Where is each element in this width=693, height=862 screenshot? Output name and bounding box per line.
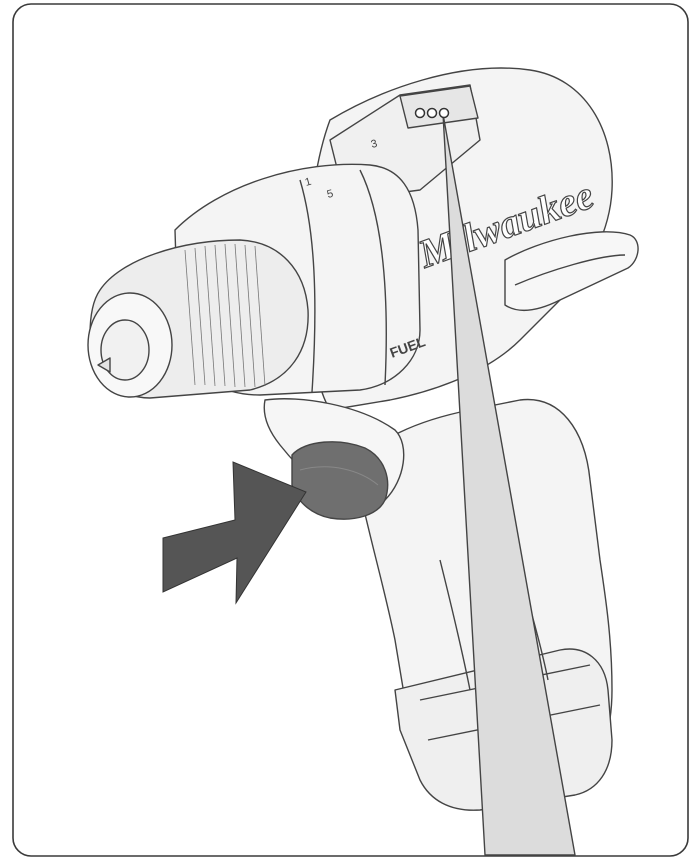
push-arrow-icon: [162, 461, 307, 605]
trigger: [291, 441, 389, 520]
clutch-mark-1: 1: [304, 176, 313, 189]
led-indicator-icon: [414, 107, 450, 119]
clutch-mark-3: 3: [370, 138, 379, 151]
belt-clip: [504, 231, 639, 312]
clutch-mark-2: 5: [326, 188, 335, 201]
light-beam: [442, 113, 576, 856]
chuck-grip-lines: [184, 243, 266, 388]
chuck-tip: [97, 357, 111, 373]
